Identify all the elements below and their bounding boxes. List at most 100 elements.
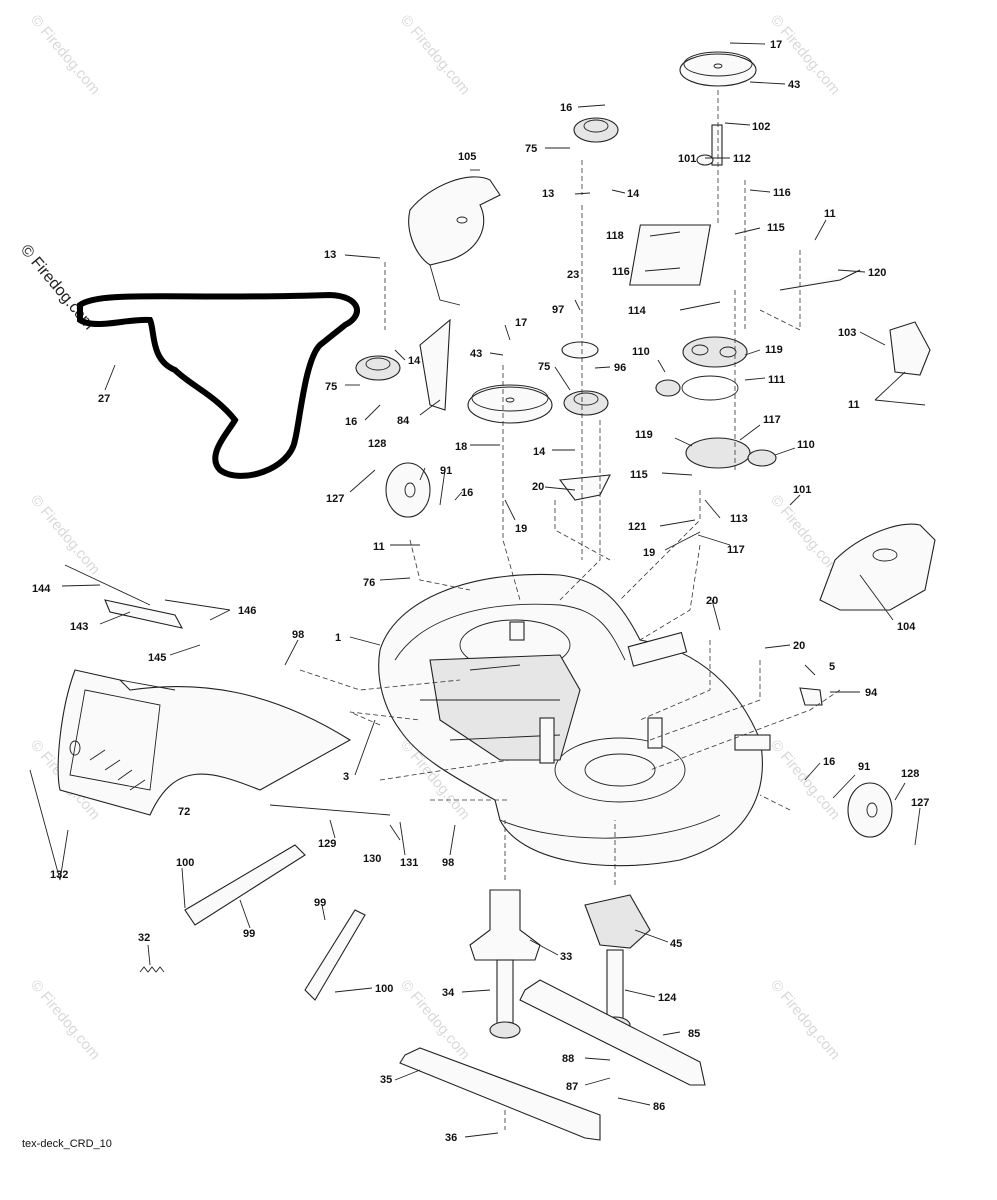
callout-128: 128: [901, 768, 919, 780]
callout-127: 127: [911, 797, 929, 809]
watermark: © Firedog.com: [767, 492, 843, 578]
callout-19: 19: [643, 547, 655, 559]
bracket: [104, 599, 184, 629]
callout-75: 75: [538, 361, 550, 373]
callout-20: 20: [532, 481, 544, 493]
callout-119: 119: [635, 429, 653, 441]
callout-14: 14: [533, 446, 546, 458]
callout-132: 132: [50, 869, 68, 881]
callout-112: 112: [733, 153, 751, 165]
callout-120: 120: [868, 267, 886, 279]
gear-119-top: [682, 336, 748, 368]
callout-91: 91: [858, 761, 870, 773]
callout-88: 88: [562, 1053, 574, 1065]
gear-110: [747, 449, 777, 467]
callout-3: 3: [343, 771, 349, 783]
callout-84: 84: [397, 415, 410, 427]
callout-97: 97: [552, 304, 564, 316]
callout-1: 1: [335, 632, 341, 644]
spring: [139, 966, 165, 973]
shaft: [711, 124, 723, 166]
gear-110: [655, 379, 681, 397]
blade: [399, 1047, 601, 1141]
gear-119-bottom: [685, 437, 751, 469]
callout-96: 96: [614, 362, 626, 374]
callout-85: 85: [688, 1028, 700, 1040]
callout-110: 110: [632, 346, 650, 358]
rod: [64, 564, 151, 606]
callout-100: 100: [375, 983, 393, 995]
belt-shield: [408, 176, 501, 306]
callout-131: 131: [400, 857, 418, 869]
callout-20: 20: [706, 595, 718, 607]
callout-43: 43: [470, 348, 482, 360]
callout-100: 100: [176, 857, 194, 869]
pulley-top: [679, 51, 757, 87]
callout-18: 18: [455, 441, 467, 453]
callout-76: 76: [363, 577, 375, 589]
watermark: © Firedog.com: [397, 12, 473, 98]
link-arm: [184, 844, 306, 926]
callout-labels: 17 43 102 101 112 116 16 75 105 1 3 14 13…: [32, 39, 929, 1144]
alignment-lines: [299, 90, 841, 1130]
callout-143: 143: [70, 621, 88, 633]
callout-87: 87: [566, 1081, 578, 1093]
callout-17: 17: [515, 317, 527, 329]
watermark: © Firedog.com: [397, 977, 473, 1063]
bracket: [799, 687, 823, 706]
callout-11: 11: [848, 399, 860, 411]
callout-75: 75: [525, 143, 537, 155]
callout-101: 101: [793, 484, 811, 496]
callout-98: 98: [442, 857, 454, 869]
callout-110: 110: [797, 439, 815, 451]
callout-124: 124: [658, 992, 677, 1004]
callout-99: 99: [314, 897, 326, 909]
blade: [519, 979, 706, 1086]
callout-111: 111: [768, 374, 785, 386]
watermark: © Firedog.com: [27, 12, 103, 98]
callout-43: 43: [788, 79, 800, 91]
callout-36: 36: [445, 1132, 457, 1144]
spindle-assembly: [469, 889, 541, 1039]
watermark: © Firedog.com: [767, 977, 843, 1063]
callout-118: 118: [606, 230, 624, 242]
callout-102: 102: [752, 121, 770, 133]
callout-72: 72: [178, 806, 190, 818]
callout-19: 19: [515, 523, 527, 535]
drive-belt: [77, 291, 360, 479]
discharge-chute: [57, 669, 352, 816]
callout-117: 117: [727, 544, 745, 556]
gear-plate: [629, 224, 711, 286]
gauge-wheel: [847, 782, 893, 838]
pulley-center: [467, 384, 553, 424]
rod-120: [779, 269, 861, 291]
callout-32: 32: [138, 932, 150, 944]
callout-105: 105: [458, 151, 476, 163]
bracket: [889, 321, 931, 376]
callout-116: 116: [612, 266, 630, 278]
callout-115: 115: [630, 469, 648, 481]
gasket: [681, 375, 739, 401]
callout-101: 101: [678, 153, 696, 165]
callout-35: 35: [380, 1074, 392, 1086]
bracket: [419, 318, 451, 411]
flat-idler: [561, 341, 599, 359]
watermark: © Firedog.com: [767, 12, 843, 98]
callout-128: 128: [368, 438, 386, 450]
callout-16: 16: [345, 416, 357, 428]
callout-94: 94: [865, 687, 878, 699]
gauge-wheel: [385, 462, 431, 518]
callout-99: 99: [243, 928, 255, 940]
bracket: [558, 474, 611, 501]
callout-11: 11: [373, 541, 385, 553]
callout-114: 114: [628, 305, 647, 317]
callout-98: 98: [292, 629, 304, 641]
callout-16: 16: [560, 102, 572, 114]
callout-33: 33: [560, 951, 572, 963]
callout-103: 103: [838, 327, 856, 339]
callout-127: 127: [326, 493, 344, 505]
callout-121: 121: [628, 521, 646, 533]
callout-20: 20: [793, 640, 805, 652]
callout-14: 14: [627, 188, 640, 200]
